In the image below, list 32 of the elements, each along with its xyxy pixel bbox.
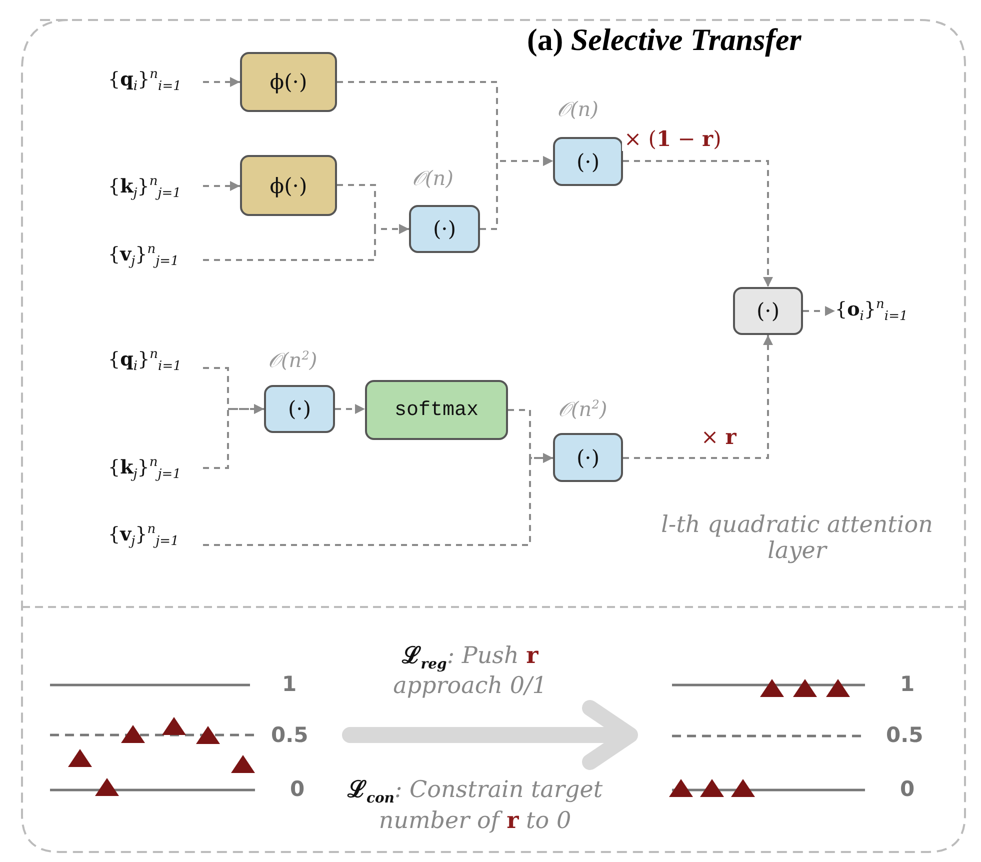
arrow — [203, 224, 409, 261]
arrow — [335, 404, 365, 414]
feature-map-box: ϕ(·) — [240, 155, 337, 216]
operation-box: (·) — [409, 205, 480, 253]
annotation-text: ℒ$_{con}$: Constrain target number of r to 0 — [346, 775, 604, 834]
annotation-text: ℒ$_{reg}$: Push r approach 0/1 — [392, 641, 548, 699]
arrow — [203, 77, 240, 87]
operation-box: (·) — [553, 137, 623, 186]
arrow — [203, 404, 264, 469]
axis-value: 0.5 — [886, 723, 924, 747]
complexity-label: 𝒪(n$^{2}$) — [268, 348, 318, 372]
axis-value: 0.5 — [271, 723, 308, 747]
operation-box: (·) — [553, 433, 623, 482]
arrow — [203, 453, 553, 546]
complexity-label: 𝒪(n) — [412, 166, 454, 190]
arrow — [203, 181, 240, 191]
complexity-label: 𝒪(n$^{2}$) — [558, 397, 608, 421]
arrow — [480, 156, 553, 230]
arrow — [623, 335, 773, 459]
complexity-label: 𝒪(n) — [557, 97, 598, 121]
axis-value: 1 — [900, 672, 915, 696]
output-operation-box: (·) — [733, 287, 803, 335]
softmax-box: softmax — [365, 380, 508, 440]
annotation-text: l-th quadratic attention layer — [660, 512, 934, 564]
axis-value: 1 — [282, 672, 297, 696]
axis-value: 0 — [290, 777, 305, 801]
title: (a) Selective Transfer — [527, 22, 802, 58]
arrow — [803, 306, 835, 316]
axis-value: 0 — [900, 777, 915, 801]
feature-map-box: ϕ(·) — [240, 52, 337, 112]
arrow — [623, 160, 773, 287]
operation-box: (·) — [264, 385, 335, 433]
